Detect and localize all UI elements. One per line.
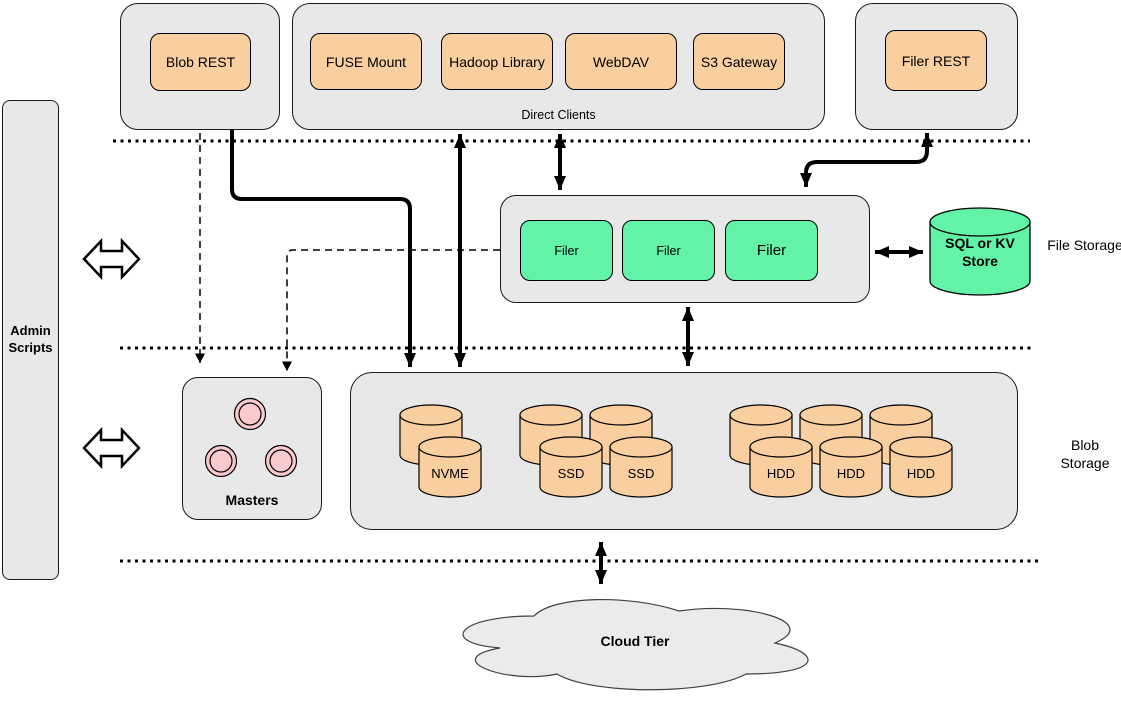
blob-rest-panel: Blob REST <box>120 3 280 130</box>
filer-rest-panel: Filer REST <box>855 3 1018 130</box>
hadoop-library-node: Hadoop Library <box>441 33 553 90</box>
filer-node-3: Filer <box>725 220 818 281</box>
hdd-label-1: HDD <box>766 466 796 481</box>
admin-filestorage-arrow <box>82 237 141 281</box>
metastore-label: SQL or KV Store <box>945 235 1015 269</box>
admin-scripts-label: Admin Scripts <box>8 323 53 355</box>
masters-panel: Masters <box>182 377 322 520</box>
arrow-filer-to-masters <box>282 249 500 371</box>
blob-rest-node: Blob REST <box>150 33 251 91</box>
arrow-blobrest-to-volumes <box>230 129 416 367</box>
filer-node-1: Filer <box>520 220 613 281</box>
direct-clients-panel: FUSE Mount Hadoop Library WebDAV S3 Gate… <box>292 3 825 130</box>
cloud-tier-label: Cloud Tier <box>600 633 670 649</box>
ssd-label-2: SSD <box>627 466 655 481</box>
nvme-label: NVME <box>431 466 469 481</box>
hdd-label-2: HDD <box>836 466 866 481</box>
filer-group-panel: Filer Filer Filer <box>500 195 870 303</box>
filer-rest-node: Filer REST <box>885 30 987 91</box>
direct-clients-caption: Direct Clients <box>521 108 596 122</box>
arrow-filerrest-filer <box>800 133 933 187</box>
fuse-mount-node: FUSE Mount <box>310 33 422 90</box>
hdd-label-3: HDD <box>906 466 936 481</box>
masters-caption: Masters <box>225 492 279 508</box>
admin-scripts-panel: Admin Scripts <box>2 100 59 580</box>
file-storage-section-label: File Storage <box>1047 237 1121 253</box>
filer-node-2: Filer <box>622 220 715 281</box>
blob-storage-section-label: Blob Storage <box>1060 437 1110 471</box>
s3-gateway-node: S3 Gateway <box>693 33 785 90</box>
admin-blobstorage-arrow <box>82 426 141 470</box>
webdav-node: WebDAV <box>565 33 677 90</box>
volume-servers-panel <box>350 372 1018 530</box>
ssd-label-1: SSD <box>557 466 585 481</box>
